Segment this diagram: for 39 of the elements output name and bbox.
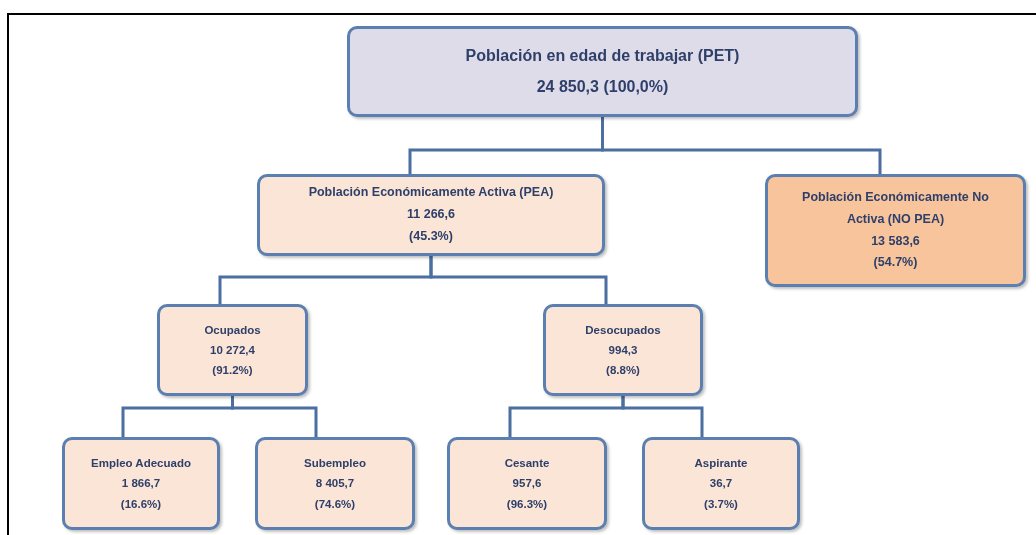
node-box — [642, 437, 800, 530]
connector-line — [621, 396, 704, 437]
connector-line — [429, 256, 608, 304]
node-box — [257, 174, 605, 256]
node-title: Empleo Adecuado — [91, 456, 191, 472]
node-box — [157, 304, 308, 396]
node-value: 8 405,7 — [315, 476, 355, 492]
node-value: 36,7 — [709, 476, 733, 492]
node-title: Subempleo — [304, 456, 366, 472]
node-value: (45.3%) — [409, 227, 453, 245]
node-title: Población Económicamente No Activa (NO PEA) — [801, 188, 990, 228]
node-value: 11 266,6 — [407, 206, 455, 224]
node-title: Ocupados — [204, 322, 261, 338]
node-value: (74.6%) — [314, 496, 356, 512]
connector-line — [231, 396, 318, 437]
node-value: 24 850,3 (100,0%) — [536, 76, 669, 97]
node-box — [765, 174, 1026, 287]
node-value: 1 866,7 — [121, 476, 161, 492]
node-title: Población en edad de trabajar (PET) — [465, 46, 740, 67]
node-title: Desocupados — [585, 322, 661, 338]
node-value: 10 272,4 — [210, 342, 255, 358]
node-box — [543, 304, 703, 396]
node-title: Aspirante — [694, 456, 748, 472]
node-box — [62, 437, 220, 530]
node-box — [347, 26, 858, 117]
node-value: 994,3 — [608, 342, 638, 358]
node-value: (96.3%) — [506, 496, 548, 512]
node-value: (54.7%) — [873, 254, 918, 272]
node-title: Cesante — [504, 456, 550, 472]
node-value: (91.2%) — [212, 363, 253, 379]
node-box — [255, 437, 415, 530]
node-value: 13 583,6 — [871, 232, 920, 250]
connector-line — [601, 117, 882, 174]
node-value: 957,6 — [512, 476, 542, 492]
node-value: (3.7%) — [704, 496, 738, 512]
node-value: (8.8%) — [606, 363, 640, 379]
node-title: Población Económicamente Activa (PEA) — [308, 184, 554, 202]
node-box — [447, 437, 607, 530]
node-value: (16.6%) — [120, 496, 162, 512]
